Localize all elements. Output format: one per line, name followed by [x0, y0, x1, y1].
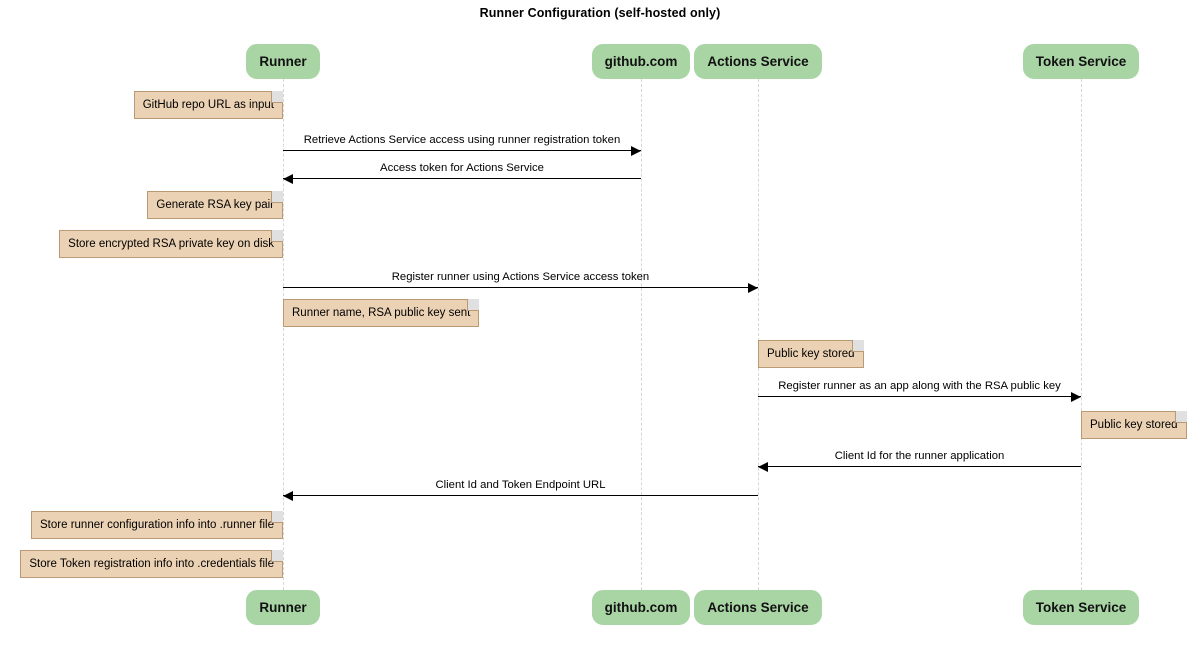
note-fold-corner-icon [271, 550, 283, 562]
participant-token-bottom[interactable]: Token Service [1022, 590, 1140, 625]
note-text: Store encrypted RSA private key on disk [68, 238, 274, 250]
note-public-key-actions: Public key stored [758, 340, 864, 368]
message-arrowhead-msg-client-id [758, 462, 768, 472]
message-label-msg-client-id: Client Id for the runner application [834, 450, 1005, 462]
note-runner-name: Runner name, RSA public key sent [283, 299, 480, 327]
message-line-msg-retrieve-access [283, 150, 641, 151]
message-line-msg-access-token [283, 178, 641, 179]
note-text: Public key stored [1090, 419, 1178, 431]
note-text: Store Token registration info into .cred… [29, 558, 274, 570]
message-line-msg-register-app [758, 396, 1081, 397]
note-fold-corner-icon [467, 299, 480, 311]
participant-github-bottom[interactable]: github.com [591, 590, 691, 625]
participant-runner-bottom[interactable]: Runner [246, 590, 320, 625]
note-text: Runner name, RSA public key sent [292, 307, 471, 319]
note-text: Generate RSA key pair [156, 199, 274, 211]
message-arrowhead-msg-retrieve-access [631, 146, 641, 156]
lifeline-runner [283, 79, 284, 590]
message-label-msg-register-app: Register runner as an app along with the… [778, 380, 1061, 392]
message-label-msg-access-token: Access token for Actions Service [380, 162, 544, 174]
message-line-msg-client-id [758, 466, 1081, 467]
message-line-msg-register-runner [283, 287, 758, 288]
note-store-private-key: Store encrypted RSA private key on disk [59, 230, 283, 258]
participant-actions-bottom[interactable]: Actions Service [694, 590, 822, 625]
note-text: GitHub repo URL as input [142, 99, 274, 111]
note-fold-corner-icon [271, 511, 283, 523]
participant-token-top[interactable]: Token Service [1022, 44, 1140, 79]
lifeline-github [641, 79, 642, 590]
participant-actions-top[interactable]: Actions Service [694, 44, 822, 79]
note-repo-url: GitHub repo URL as input [133, 91, 283, 119]
message-arrowhead-msg-access-token [283, 174, 293, 184]
message-label-msg-register-runner: Register runner using Actions Service ac… [391, 271, 650, 283]
message-arrowhead-msg-register-runner [748, 283, 758, 293]
message-arrowhead-msg-register-app [1071, 392, 1081, 402]
note-fold-corner-icon [271, 230, 283, 242]
note-public-key-token: Public key stored [1081, 411, 1187, 439]
message-arrowhead-msg-client-id-endpoint [283, 491, 293, 501]
participant-runner-top[interactable]: Runner [246, 44, 320, 79]
lifeline-actions [758, 79, 759, 590]
note-fold-corner-icon [1174, 411, 1187, 423]
note-store-runner-file: Store runner configuration info into .ru… [31, 511, 283, 539]
lifeline-token [1081, 79, 1082, 590]
message-line-msg-client-id-endpoint [283, 495, 758, 496]
page-title: Runner Configuration (self-hosted only) [479, 6, 721, 20]
note-fold-corner-icon [851, 340, 864, 352]
note-text: Store runner configuration info into .ru… [40, 519, 274, 531]
message-label-msg-retrieve-access: Retrieve Actions Service access using ru… [303, 134, 621, 146]
message-label-msg-client-id-endpoint: Client Id and Token Endpoint URL [435, 479, 606, 491]
note-generate-rsa: Generate RSA key pair [147, 191, 283, 219]
note-text: Public key stored [767, 348, 855, 360]
participant-github-top[interactable]: github.com [591, 44, 691, 79]
note-fold-corner-icon [271, 91, 283, 103]
note-fold-corner-icon [271, 191, 283, 203]
note-store-credentials: Store Token registration info into .cred… [20, 550, 283, 578]
